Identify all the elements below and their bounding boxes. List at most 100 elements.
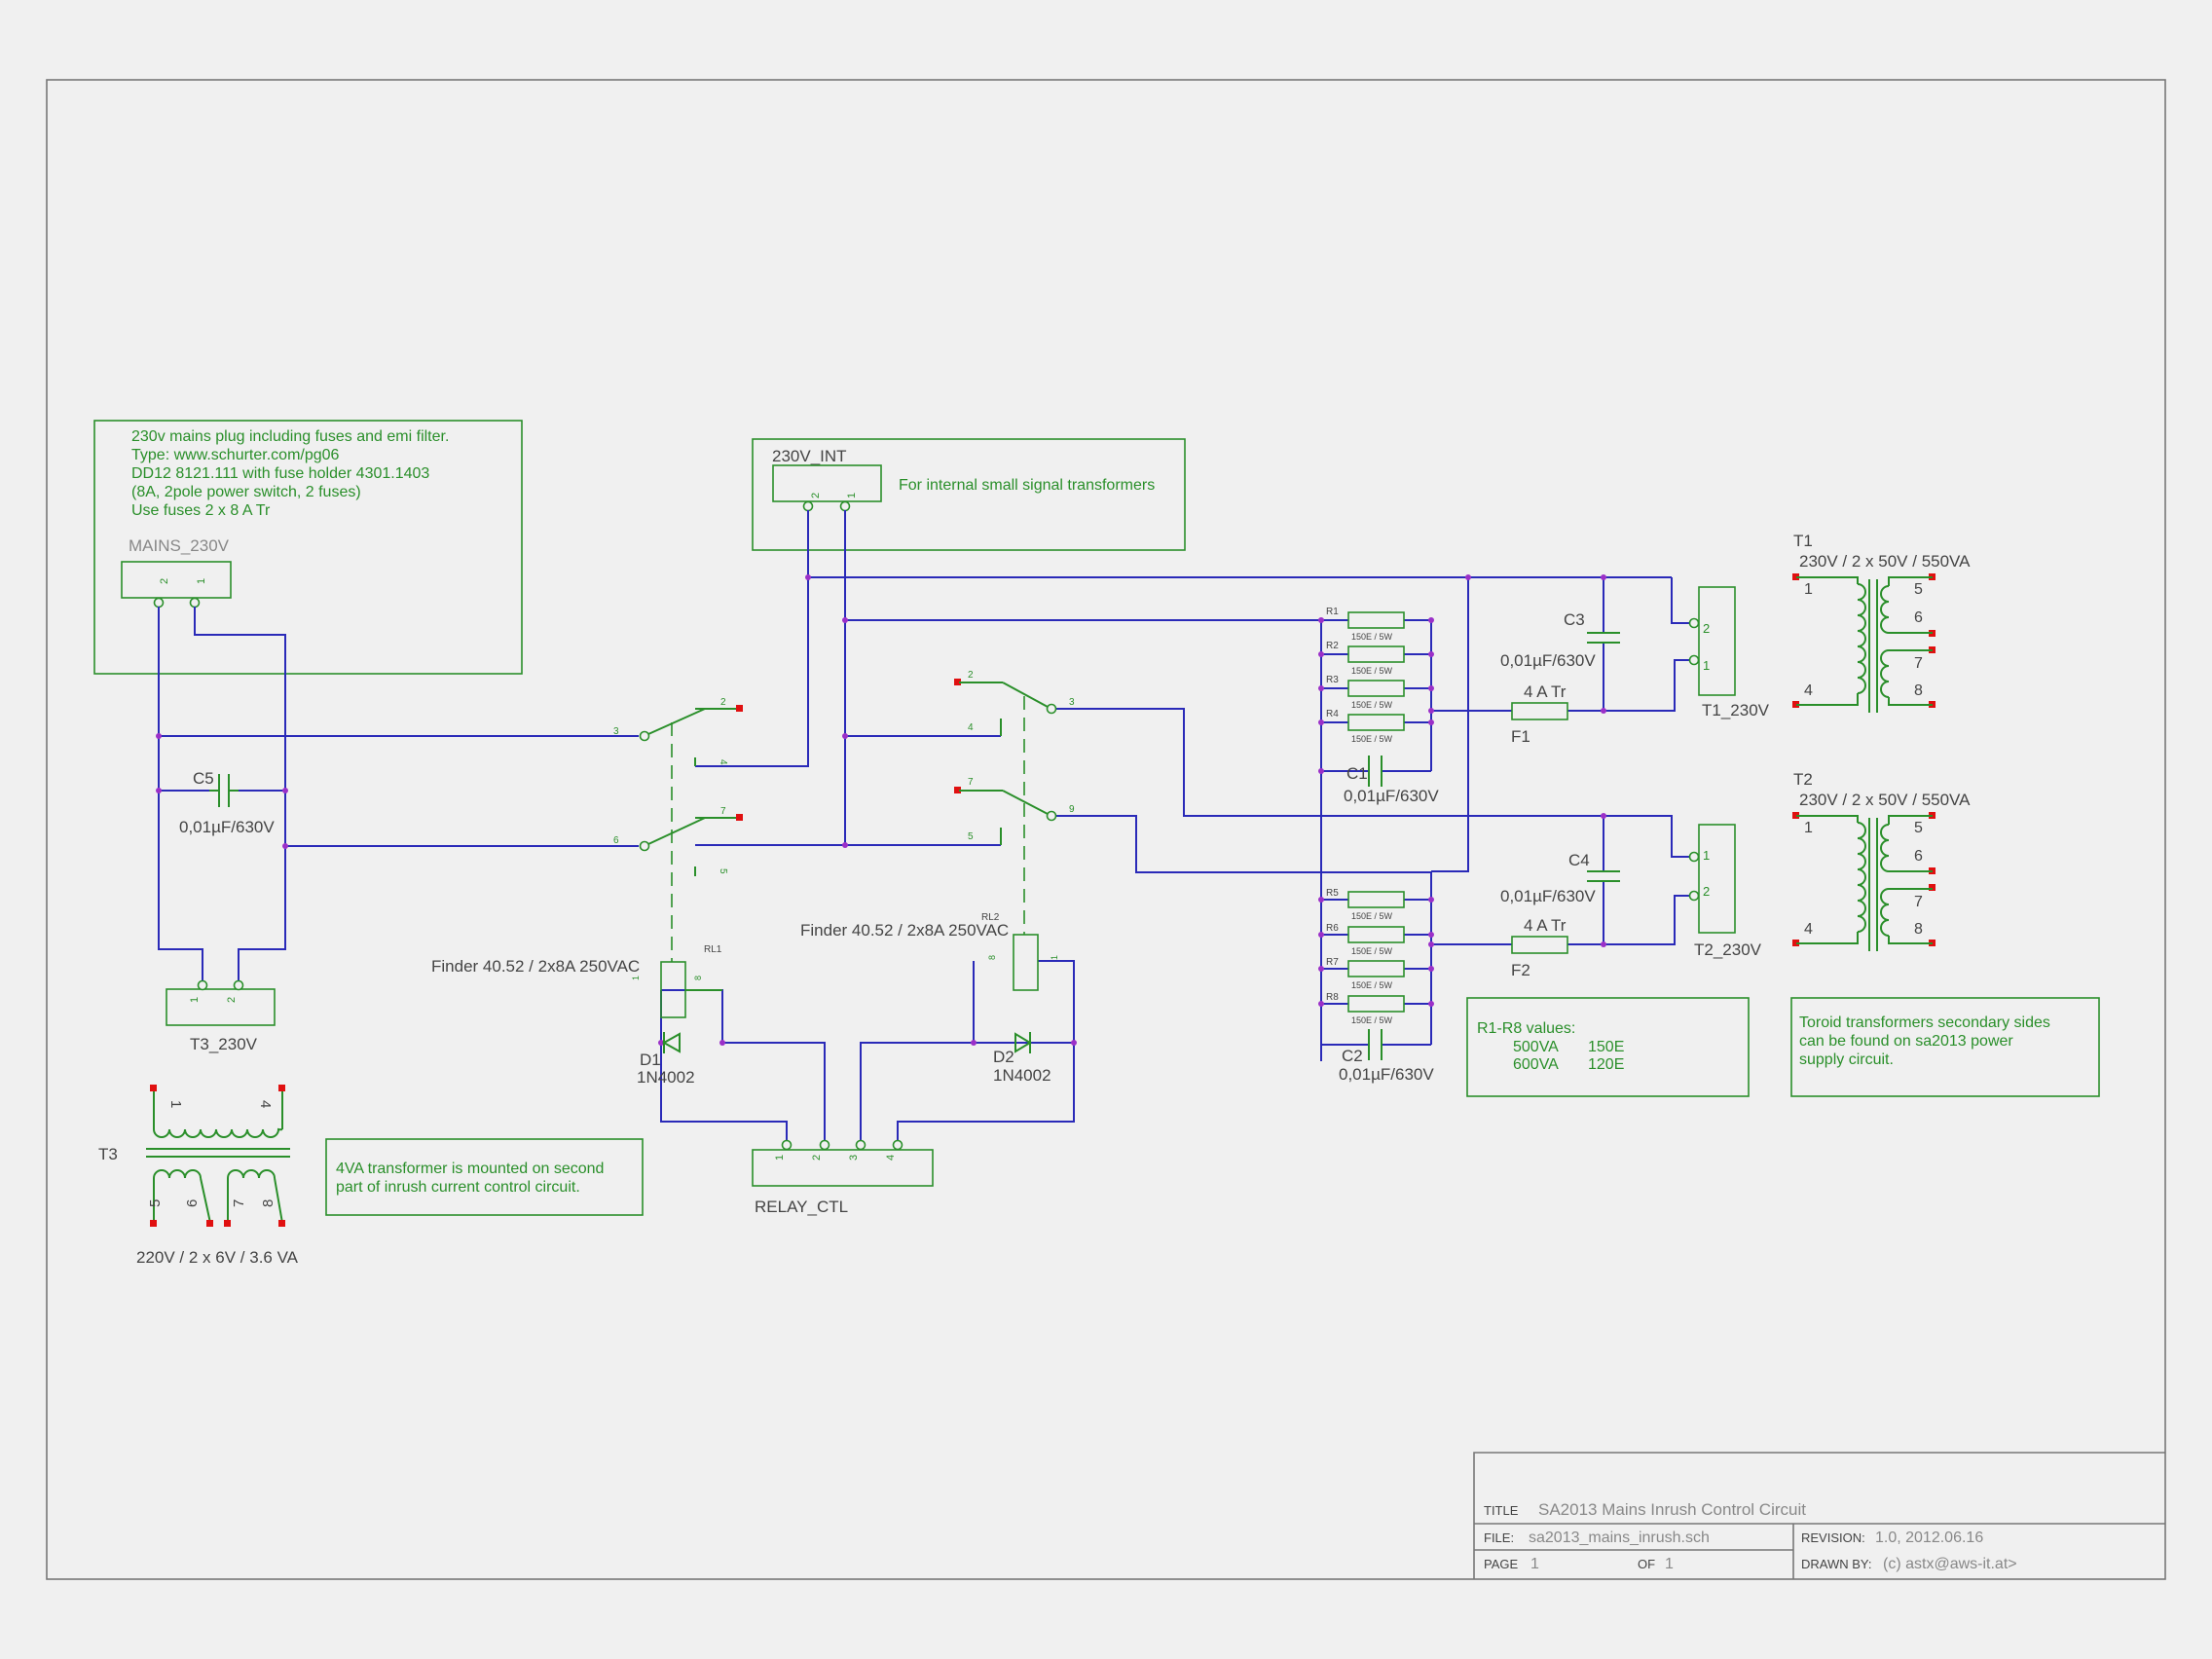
t2-value: 230V / 2 x 50V / 550VA <box>1799 791 1971 809</box>
t1-pin-6: 6 <box>1914 609 1923 626</box>
rl2-pin-5: 5 <box>968 831 974 842</box>
rl2-coil-pin-8: 8 <box>987 955 997 960</box>
t2-230v-connector: 1 2 T2_230V <box>1688 824 1762 959</box>
revision-value: 1.0, 2012.06.16 <box>1875 1530 1983 1546</box>
relay-ctl-connector: 1 2 3 4 RELAY_CTL <box>752 1139 934 1216</box>
drawn-value: (c) astx@aws-it.at> <box>1883 1556 2017 1572</box>
t1-230v-connector: 2 1 T1_230V <box>1688 586 1770 719</box>
t3-pin-5: 5 <box>147 1199 164 1207</box>
ctl-pin-3: 3 <box>848 1155 860 1161</box>
t2conn-pin-2: 2 <box>1703 884 1710 899</box>
t2-connector-label: T2_230V <box>1694 940 1762 959</box>
rl1-pin-4: 4 <box>718 759 728 765</box>
r-values-150e: 150E <box>1588 1039 1624 1055</box>
of-label: OF <box>1638 1557 1655 1571</box>
d2-value: 1N4002 <box>993 1066 1051 1085</box>
t3-pin-7: 7 <box>231 1199 247 1207</box>
toroid-note-line-3: supply circuit. <box>1799 1051 1894 1068</box>
t2-pin-7: 7 <box>1914 894 1923 910</box>
r2-value: 150E / 5W <box>1351 666 1393 676</box>
toroid-note: Toroid transformers secondary sides can … <box>1790 997 2100 1097</box>
of-value: 1 <box>1665 1556 1674 1572</box>
t2-pin-6: 6 <box>1914 848 1923 865</box>
mains-connector-label: MAINS_230V <box>129 536 230 555</box>
c3-label: C3 <box>1564 610 1585 629</box>
c5-value: 0,01µF/630V <box>179 818 275 836</box>
t3-pin-6: 6 <box>184 1199 201 1207</box>
r6-value: 150E / 5W <box>1351 946 1393 956</box>
page-label: PAGE <box>1484 1557 1518 1571</box>
mains-note-line-4: (8A, 2pole power switch, 2 fuses) <box>131 484 361 500</box>
t1-connector-label: T1_230V <box>1702 701 1770 719</box>
t1conn-pin-2: 2 <box>1703 621 1710 636</box>
mains-note-line-5: Use fuses 2 x 8 A Tr <box>131 502 271 519</box>
rl1-pin-2: 2 <box>720 697 726 708</box>
mains-note-line-3: DD12 8121.111 with fuse holder 4301.1403 <box>131 465 429 482</box>
diode-d2: D2 1N4002 <box>993 1032 1051 1085</box>
resistor-r3 <box>1347 680 1405 697</box>
capacitor-c2: C2 0,01µF/630V <box>1339 1029 1434 1084</box>
f2-value: 4 A Tr <box>1524 916 1567 935</box>
t1-pin-8: 8 <box>1914 682 1923 699</box>
fuse-f2: 4 A Tr F2 <box>1511 916 1568 979</box>
capacitor-c3: C3 0,01µF/630V <box>1500 610 1620 670</box>
resistor-bank-1: R1 R2 R3 R4 150E / 5W 150E / 5W 150E / 5… <box>1326 607 1405 744</box>
rl1-coil-pin-1: 1 <box>631 976 641 980</box>
c1-value: 0,01µF/630V <box>1344 787 1439 805</box>
r-values-note: R1-R8 values: 500VA 150E 600VA 120E <box>1466 997 1750 1097</box>
resistor-r5 <box>1347 891 1405 908</box>
page-value: 1 <box>1530 1556 1539 1572</box>
rl1-pin-5: 5 <box>718 868 728 874</box>
f2-label: F2 <box>1511 961 1530 979</box>
t2-pin-4: 4 <box>1804 921 1813 938</box>
mains-230v-connector: MAINS_230V 2 1 <box>121 536 232 608</box>
file-value: sa2013_mains_inrush.sch <box>1529 1530 1710 1546</box>
c5-label: C5 <box>193 769 214 788</box>
file-label: FILE: <box>1484 1530 1514 1545</box>
resistor-r2 <box>1347 645 1405 663</box>
relay-ctl-label: RELAY_CTL <box>755 1198 848 1216</box>
rl2-pin-3: 3 <box>1069 697 1075 708</box>
rl2-label: RL2 <box>981 912 1000 923</box>
resistor-r8 <box>1347 995 1405 1013</box>
resistor-r7 <box>1347 960 1405 977</box>
mains-pin-1: 1 <box>196 578 207 584</box>
t1-pin-5: 5 <box>1914 581 1923 598</box>
rl2-coil-pin-1: 1 <box>1050 955 1059 960</box>
r8-label: R8 <box>1326 992 1339 1003</box>
relay-rl1-contacts: 3 2 4 6 7 5 <box>613 697 743 962</box>
int-connector-label: 230V_INT <box>772 447 847 465</box>
f1-value: 4 A Tr <box>1524 682 1567 701</box>
rl2-pin-2: 2 <box>968 670 974 681</box>
r-values-heading: R1-R8 values: <box>1477 1020 1575 1037</box>
transformer-t3: 1 4 5 6 7 8 T3 220V / 2 x 6V / 3.6 VA <box>98 1085 299 1267</box>
transformer-t1: T1 230V / 2 x 50V / 550VA 1 4 5 6 7 8 <box>1792 532 1971 713</box>
t3-connector-label: T3_230V <box>190 1035 258 1053</box>
drawn-label: DRAWN BY: <box>1801 1557 1871 1571</box>
r5-label: R5 <box>1326 888 1339 899</box>
t1-value: 230V / 2 x 50V / 550VA <box>1799 552 1971 571</box>
mains-note-line-1: 230v mains plug including fuses and emi … <box>131 428 449 445</box>
int-pin-1: 1 <box>846 493 858 498</box>
r7-value: 150E / 5W <box>1351 980 1393 990</box>
rl2-pin-9: 9 <box>1069 804 1075 815</box>
mains-note-line-2: Type: www.schurter.com/pg06 <box>131 447 340 463</box>
relay-rl2-coil: RL2 Finder 40.52 / 2x8A 250VAC 8 1 <box>800 912 1059 991</box>
relay-rl2-contacts: 2 3 4 7 9 5 <box>954 670 1075 935</box>
t2-pin-5: 5 <box>1914 820 1923 836</box>
r-values-120e: 120E <box>1588 1056 1624 1073</box>
r8-value: 150E / 5W <box>1351 1015 1393 1025</box>
t3-note-line-1: 4VA transformer is mounted on second <box>336 1161 604 1177</box>
internal-note: 230V_INT 2 1 For internal small signal t… <box>752 438 1186 551</box>
ctl-pin-4: 4 <box>885 1155 897 1161</box>
resistor-bank-2: R5 R6 R7 R8 150E / 5W 150E / 5W 150E / 5… <box>1326 888 1405 1025</box>
t3-pin-8: 8 <box>260 1199 276 1207</box>
ctl-pin-2: 2 <box>811 1155 823 1161</box>
r3-value: 150E / 5W <box>1351 700 1393 710</box>
t2-label: T2 <box>1793 770 1813 789</box>
rl2-pin-7: 7 <box>968 777 974 788</box>
t2-pin-8: 8 <box>1914 921 1923 938</box>
t3-value: 220V / 2 x 6V / 3.6 VA <box>136 1248 299 1267</box>
r2-label: R2 <box>1326 641 1339 651</box>
